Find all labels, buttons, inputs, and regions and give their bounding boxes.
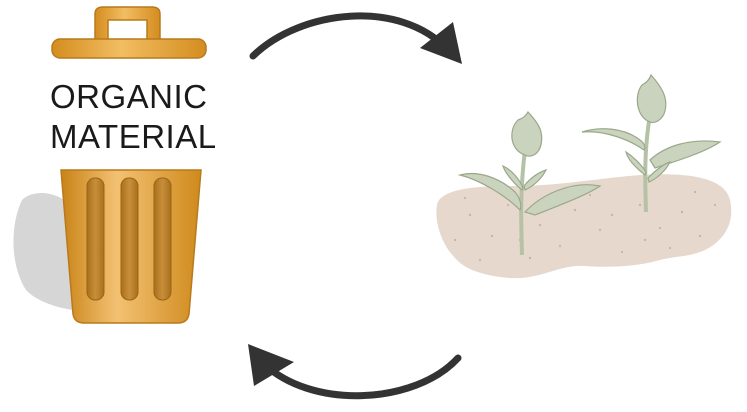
bin-slot — [87, 178, 104, 300]
bin-lid-handle — [95, 7, 160, 40]
trash-bin-icon — [13, 7, 206, 323]
bin-slot — [154, 178, 171, 300]
soil-with-seedlings-icon — [436, 75, 731, 278]
curved-arrow-left-icon — [248, 344, 458, 396]
bin-label-line1: ORGANIC — [50, 78, 208, 116]
curved-arrow-right-icon — [253, 16, 462, 64]
bin-label-line2: MATERIAL — [50, 118, 217, 156]
bin-lid — [52, 39, 206, 58]
bin-slot — [121, 178, 138, 300]
